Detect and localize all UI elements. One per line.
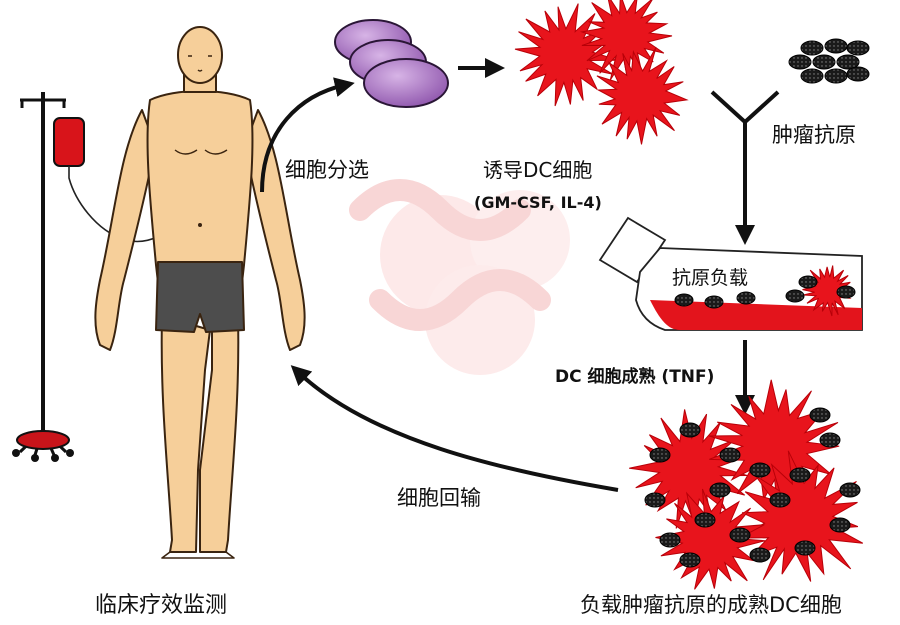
dc-cell <box>802 265 852 317</box>
antigen-particle <box>704 295 724 309</box>
dc-cell <box>514 3 619 107</box>
antigen-particle <box>749 462 771 478</box>
antigen-particle <box>749 547 771 563</box>
antigen-particle <box>800 68 824 84</box>
antigen-particle <box>836 285 856 299</box>
antigen-particle <box>824 68 848 84</box>
antigen-particle <box>694 512 716 528</box>
antigen-particle <box>769 492 791 508</box>
antigen-particle <box>798 275 818 289</box>
label-mature-dc: 负载肿瘤抗原的成熟DC细胞 <box>580 593 842 617</box>
antigen-particle <box>800 40 824 56</box>
antigen-particle <box>785 289 805 303</box>
antigen-particle <box>729 527 751 543</box>
antigen-particle <box>839 482 861 498</box>
label-antigen-loading: 抗原负载 <box>672 267 748 289</box>
induced-dc-cells <box>514 0 689 145</box>
iv-bag <box>53 117 85 167</box>
antigen-particle <box>649 447 671 463</box>
dc-cell <box>596 46 689 145</box>
antigen-particle <box>809 407 831 423</box>
culture-flask <box>598 216 863 331</box>
antigen-particle <box>644 492 666 508</box>
antigen-particle <box>819 432 841 448</box>
antigen-particle <box>794 540 816 556</box>
label-cell-selection: 细胞分选 <box>285 158 369 182</box>
label-efficacy-monitoring: 临床疗效监测 <box>95 593 227 618</box>
arrow-to-selection <box>260 77 355 193</box>
antigen-particle <box>736 291 756 305</box>
label-dc-maturation: DC 细胞成熟 (TNF) <box>555 366 714 387</box>
antigen-particle <box>788 54 812 70</box>
label-tumor-antigen: 肿瘤抗原 <box>772 123 856 147</box>
arrow-reinfusion <box>290 365 619 492</box>
antigen-particle <box>659 532 681 548</box>
antigen-particle <box>824 38 848 54</box>
antibody-y-shape <box>710 90 780 145</box>
tumor-antigen-cluster <box>788 38 870 84</box>
antigen-particle <box>829 517 851 533</box>
antigen-particle <box>719 447 741 463</box>
antigen-particle <box>674 293 694 307</box>
antigen-particle <box>846 66 870 82</box>
antigen-particle <box>836 54 860 70</box>
antigen-particle <box>789 467 811 483</box>
mature-dc-cell <box>736 450 864 582</box>
label-induce-dc-factors: (GM-CSF, IL-4) <box>474 193 602 212</box>
antigen-particle <box>812 54 836 70</box>
mature-dc-cluster <box>629 379 864 590</box>
antigen-particle <box>846 40 870 56</box>
selected-monocytes <box>334 19 449 108</box>
label-cell-reinfusion: 细胞回输 <box>397 486 481 510</box>
antigen-particle <box>709 482 731 498</box>
label-induce-dc: 诱导DC细胞 <box>483 158 592 182</box>
watermark-swirl <box>349 179 570 375</box>
antigen-particle <box>679 552 701 568</box>
patient-figure <box>94 26 306 559</box>
antigen-particle <box>679 422 701 438</box>
